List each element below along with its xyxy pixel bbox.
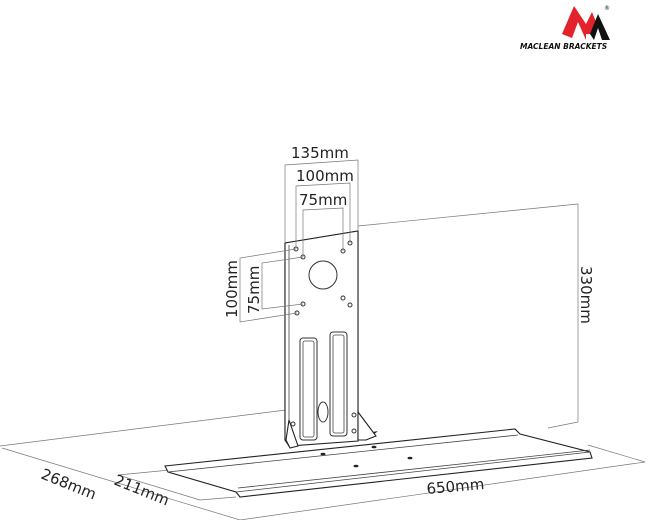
dimension-lines	[239, 159, 359, 323]
vesa-hole	[347, 302, 353, 308]
dim-100mm-horizontal: 100mm	[296, 167, 354, 185]
dim-330mm: 330mm	[577, 266, 595, 324]
dim-75mm-horizontal: 75mm	[299, 191, 347, 209]
base-shelf	[164, 428, 593, 498]
shelf-hole	[353, 464, 359, 468]
vesa-plate	[284, 230, 378, 449]
cable-hole	[308, 260, 338, 290]
shelf-hole	[371, 445, 377, 449]
dim-268mm: 268mm	[39, 465, 99, 503]
oval-hole	[317, 401, 329, 423]
logo-registered-mark: ®	[604, 5, 610, 12]
dim-650mm: 650mm	[426, 475, 485, 498]
slot	[299, 337, 318, 441]
dim-100mm-vertical: 100mm	[223, 260, 241, 318]
dim-211mm: 211mm	[112, 471, 172, 509]
vesa-hole	[340, 295, 346, 301]
reference-lines	[0, 203, 646, 520]
logo-black-a	[590, 14, 610, 40]
slot	[329, 331, 348, 437]
dim-75mm-vertical: 75mm	[245, 266, 263, 314]
shelf-hole	[320, 452, 326, 456]
shelf-hole	[407, 456, 413, 460]
logo-red-m	[562, 6, 596, 40]
brand-logo: ® MACLEAN BRACKETS	[520, 5, 610, 51]
dim-135mm: 135mm	[291, 144, 349, 162]
logo-wordmark: MACLEAN BRACKETS	[520, 42, 607, 51]
